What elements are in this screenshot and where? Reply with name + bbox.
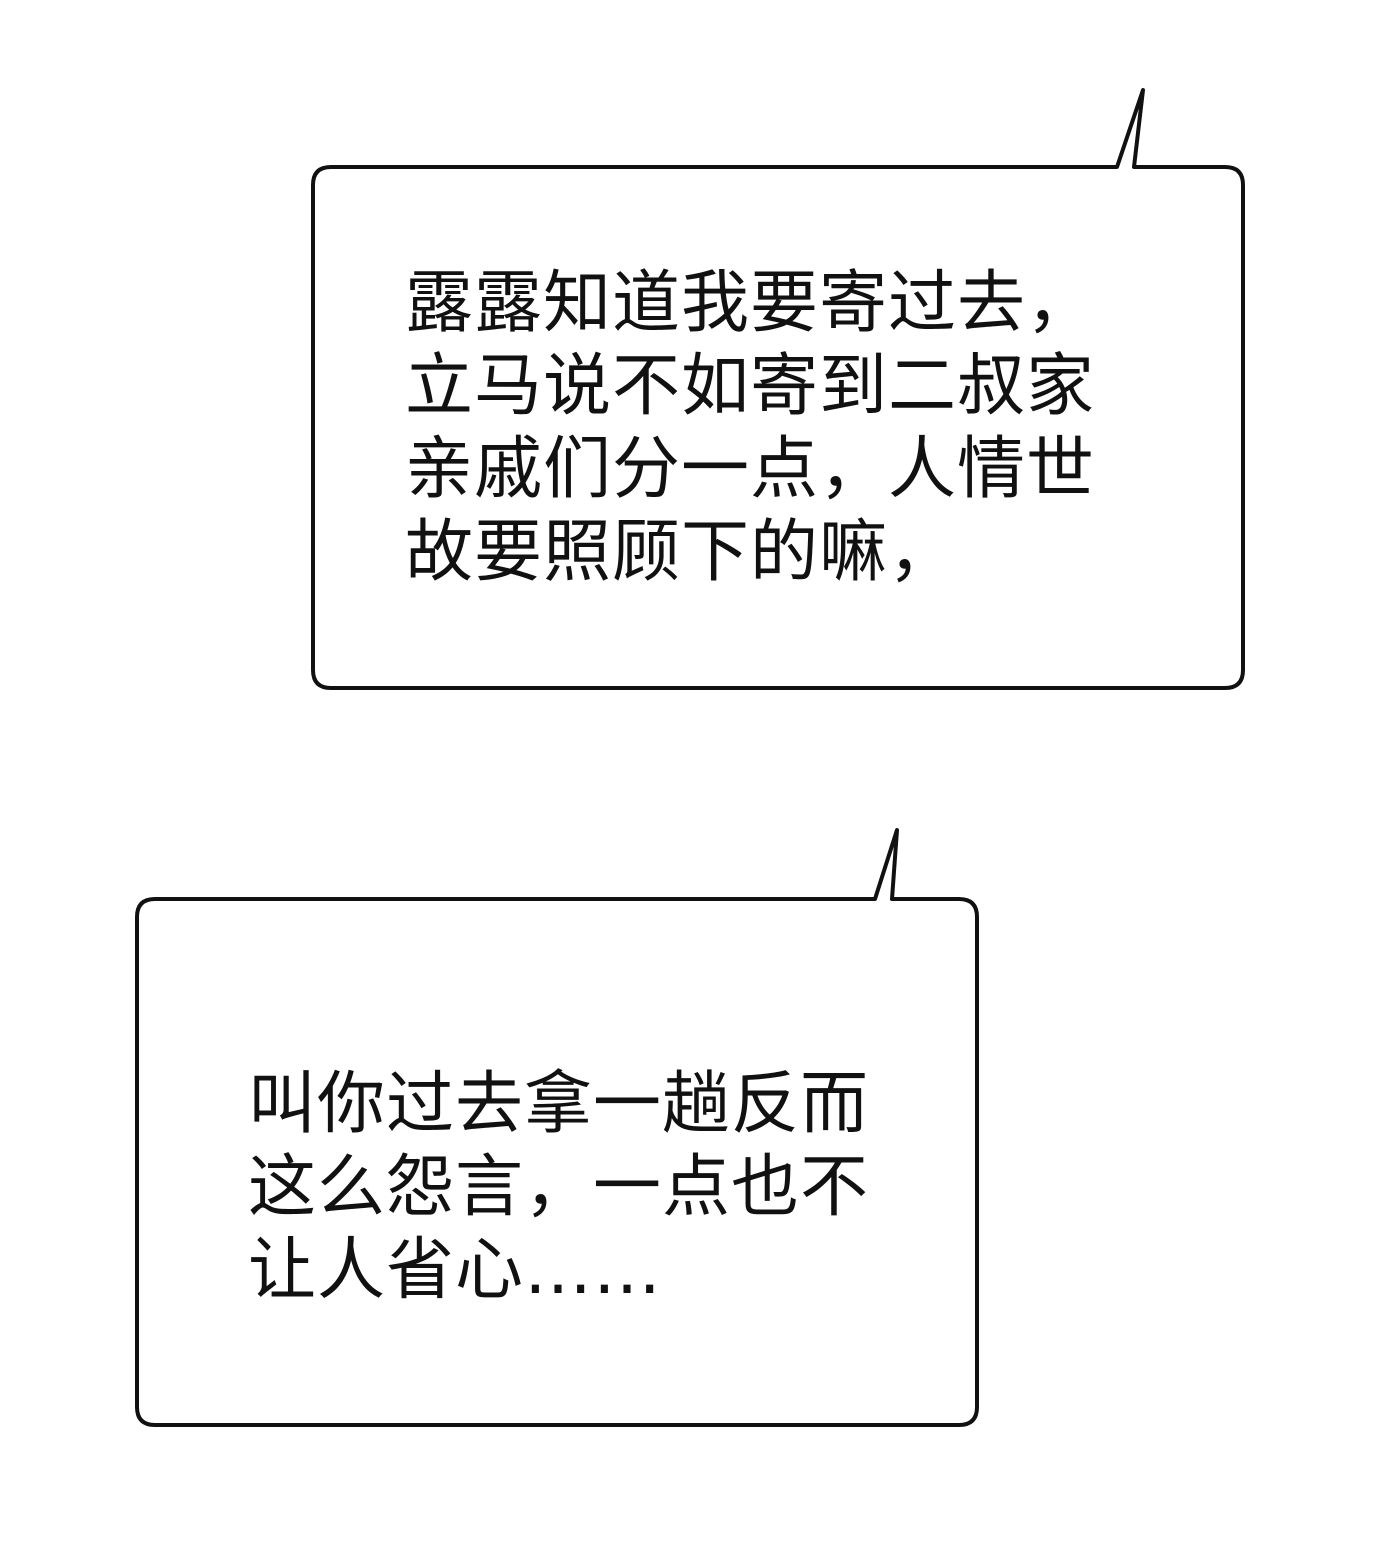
dialogue-line: 这么怨言，一点也不 (248, 1148, 870, 1227)
speech-bubble-1-text: 露露知道我要寄过去， 立马说不如寄到二叔家 亲戚们分一点，人情世 故要照顾下的嘛… (405, 262, 1095, 594)
dialogue-line: 让人省心…… (248, 1231, 663, 1310)
dialogue-line: 叫你过去拿一趟反而 (248, 1065, 870, 1144)
speech-bubble-2-text: 叫你过去拿一趟反而 这么怨言，一点也不 让人省心…… (248, 1063, 869, 1312)
dialogue-line: 亲戚们分一点，人情世 (405, 430, 1096, 509)
speech-bubble-1-outline (311, 88, 1245, 690)
dialogue-line: 立马说不如寄到二叔家 (405, 347, 1096, 426)
dialogue-line: 露露知道我要寄过去， (405, 264, 1096, 343)
dialogue-line: 故要照顾下的嘛， (405, 513, 958, 592)
speech-bubble-2-outline (135, 828, 979, 1427)
